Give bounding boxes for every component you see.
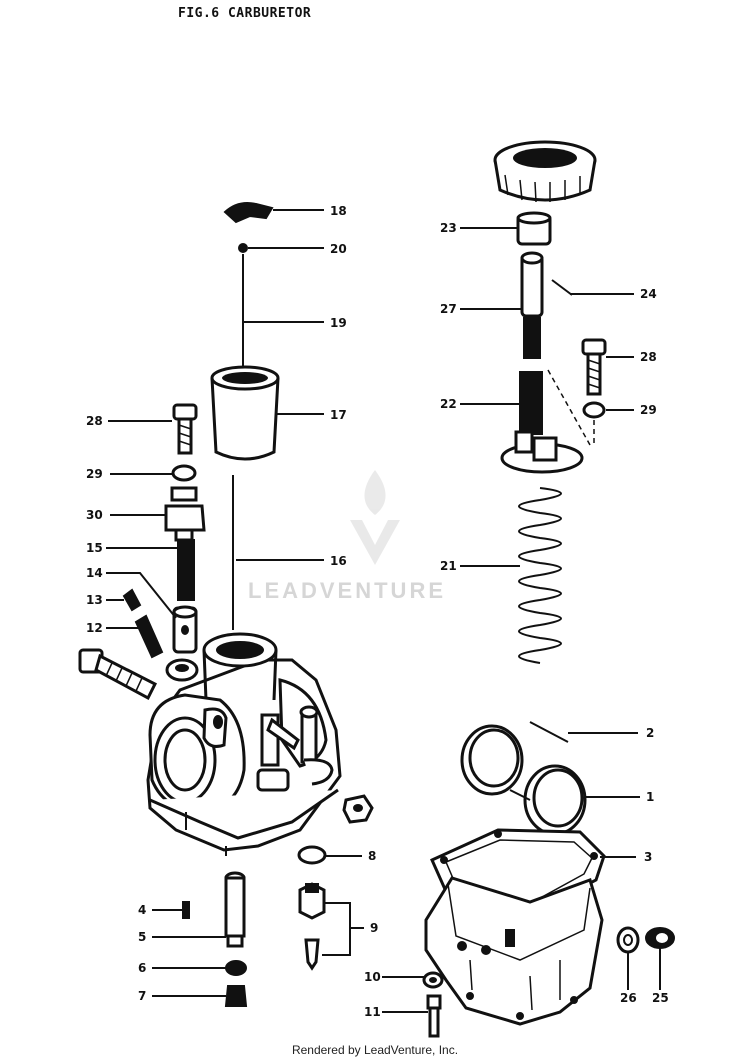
part-nut: [342, 794, 374, 824]
callout-18: 18: [330, 204, 347, 218]
part-18-clip: [223, 202, 274, 224]
callout-9: 9: [370, 921, 379, 935]
part-30-adjuster: [164, 486, 206, 542]
callout-21: 21: [440, 559, 457, 573]
carburetor-body: [146, 632, 342, 856]
part-21-spring: [518, 487, 562, 664]
part-5-main-jet: [224, 871, 246, 948]
callout-7: 7: [138, 989, 147, 1003]
part-28-left-screw: [172, 403, 198, 455]
part-7-jet: [224, 985, 248, 1007]
callout-25: 25: [652, 991, 669, 1005]
part-14-valve: [172, 605, 198, 654]
callout-13: 13: [86, 593, 103, 607]
callout-16: 16: [330, 554, 347, 568]
callout-26: 26: [620, 991, 637, 1005]
callout-23: 23: [440, 221, 457, 235]
part-27-rod: [520, 251, 544, 359]
part-1-float-left: [460, 724, 524, 796]
callout-27: 27: [440, 302, 457, 316]
callout-29-left: 29: [86, 467, 103, 481]
watermark-text: LEADVENTURE: [248, 578, 447, 603]
part-22-spring: [519, 371, 543, 435]
callout-24: 24: [640, 287, 657, 301]
callout-5: 5: [138, 930, 147, 944]
part-29-right-washer: [582, 401, 606, 419]
callout-19: 19: [330, 316, 347, 330]
part-10-plug: [422, 971, 444, 989]
callout-20: 20: [330, 242, 347, 256]
part-28-right-screw: [581, 338, 607, 396]
callout-15: 15: [86, 541, 103, 555]
dashed-guide: [547, 369, 595, 446]
footer-credit: Rendered by LeadVenture, Inc.: [291, 1043, 459, 1057]
throttle-base-plate: [500, 430, 584, 474]
part-2-pin: [529, 721, 569, 743]
callout-4: 4: [138, 903, 147, 917]
callout-3: 3: [644, 850, 653, 864]
callout-28-right: 28: [640, 350, 657, 364]
part-4-pin: [182, 901, 190, 919]
callout-6: 6: [138, 961, 147, 975]
callout-8: 8: [368, 849, 377, 863]
callout-2: 2: [646, 726, 655, 740]
callout-30: 30: [86, 508, 103, 522]
float-bowl: [424, 876, 604, 1026]
callout-1: 1: [646, 790, 655, 804]
watermark-logo: [350, 470, 400, 565]
callout-14: 14: [86, 566, 103, 580]
part-8-washer: [297, 845, 327, 865]
callout-28-left: 28: [86, 414, 103, 428]
part-20-ring: [238, 243, 248, 253]
part-23-cap: [516, 211, 552, 246]
figure-title: FIG.6 CARBURETOR: [178, 6, 312, 21]
idle-screw: [78, 648, 158, 701]
part-15-spring: [177, 539, 195, 601]
callout-12: 12: [86, 621, 103, 635]
part-13-screw: [122, 588, 142, 612]
part-1-float-right: [509, 764, 587, 836]
callout-11: 11: [364, 1005, 381, 1019]
part-25-plug: [645, 927, 675, 949]
callout-22: 22: [440, 397, 457, 411]
part-24-pin: [551, 279, 573, 296]
callout-10: 10: [364, 970, 381, 984]
part-9-needle-valve: [298, 882, 326, 971]
part-11-drain-screw: [426, 994, 442, 1038]
leader-lines: [106, 209, 661, 1013]
part-26-washer: [616, 926, 640, 954]
part-29-left-washer: [171, 464, 197, 482]
callout-17: 17: [330, 408, 347, 422]
callout-29-right: 29: [640, 403, 657, 417]
top-cap: [493, 140, 597, 203]
part-12-pilot: [134, 614, 164, 659]
part-6-washer: [225, 960, 247, 976]
part-17-throttle-slide: [210, 365, 280, 461]
